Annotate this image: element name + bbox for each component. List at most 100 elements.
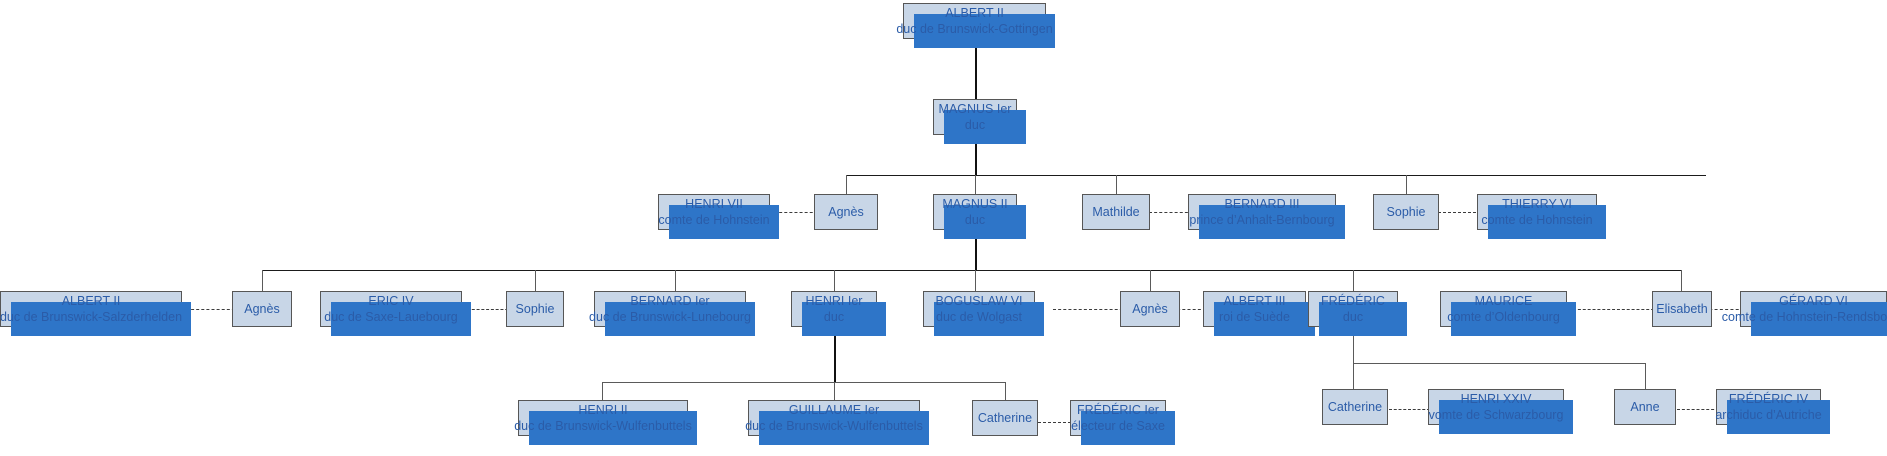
drop-row4-frederic bbox=[1353, 270, 1355, 292]
drop-row4-sophie bbox=[535, 270, 537, 292]
node-shadow bbox=[11, 302, 191, 336]
node-shadow bbox=[1199, 205, 1345, 239]
node-shadow bbox=[914, 14, 1055, 48]
node-catherine-a[interactable]: Catherine bbox=[972, 400, 1038, 436]
drop-row4-bernard1 bbox=[675, 270, 677, 292]
drop-catherine-a bbox=[1005, 382, 1007, 400]
node-frederic4[interactable]: FRÉDÉRIC IV archiduc d’Autriche bbox=[1715, 389, 1830, 434]
node-title: Catherine bbox=[977, 411, 1033, 425]
bus-row3 bbox=[846, 175, 1706, 177]
node-subtitle: duc de Wolgast bbox=[936, 310, 1022, 324]
node-henri24[interactable]: HENRI XXIV vomte de Schwarzbourg bbox=[1428, 389, 1573, 434]
node-bernard3[interactable]: BERNARD III prince d’Anhalt-Bernbourg bbox=[1188, 194, 1345, 239]
drop-row4-elisabeth bbox=[1681, 270, 1683, 292]
drop-guillaume1 bbox=[834, 382, 836, 400]
node-maurice[interactable]: MAURICE comte d’Oldenbourg bbox=[1440, 291, 1576, 336]
node-frederic1-saxe[interactable]: FRÉDÉRIC Ier électeur de Saxe bbox=[1070, 400, 1175, 445]
node-boguslaw6[interactable]: BOGUSLAW VI duc de Wolgast bbox=[923, 291, 1044, 336]
node-title: MAURICE bbox=[1474, 294, 1533, 308]
marriage-boguslaw6-agnes bbox=[1053, 309, 1128, 310]
drop-henri2 bbox=[602, 382, 604, 400]
node-title: Elisabeth bbox=[1656, 302, 1708, 316]
node-frederic-duc[interactable]: FRÉDÉRIC duc bbox=[1308, 291, 1407, 336]
node-mathilde[interactable]: Mathilde bbox=[1082, 194, 1150, 230]
node-shadow bbox=[669, 205, 779, 239]
node-title: ALBERT II bbox=[945, 6, 1004, 20]
node-subtitle: duc de Brunswick-Lunebourg bbox=[589, 310, 751, 324]
node-agnes-row3[interactable]: Agnès bbox=[814, 194, 878, 230]
node-albert3[interactable]: ALBERT III roi de Suède bbox=[1203, 291, 1315, 336]
node-guillaume1[interactable]: GUILLAUME Ier duc de Brunswick-Wulfenbut… bbox=[745, 400, 929, 445]
node-subtitle: comte de Hohnstein bbox=[1481, 213, 1593, 227]
node-subtitle: duc bbox=[1342, 310, 1364, 324]
node-shadow bbox=[1214, 302, 1315, 336]
node-subtitle: vomte de Schwarzbourg bbox=[1428, 408, 1564, 422]
node-magnus2[interactable]: MAGNUS II duc bbox=[933, 194, 1026, 239]
drop-row3-magnus2 bbox=[975, 175, 977, 195]
marriage-catherine-frederic1 bbox=[1038, 422, 1076, 423]
node-shadow bbox=[1488, 205, 1606, 239]
node-title: HENRI VII bbox=[685, 197, 743, 211]
node-thierry6[interactable]: THIERRY VI comte de Hohnstein bbox=[1477, 194, 1606, 239]
node-albert2-gottingen[interactable]: ALBERT II duc de Brunswick-Gottingen bbox=[896, 3, 1055, 48]
node-catherine-b[interactable]: Catherine bbox=[1322, 389, 1388, 425]
connector-henri1-drop bbox=[834, 331, 837, 383]
bus-frederic-children bbox=[1353, 363, 1646, 365]
node-elisabeth[interactable]: Elisabeth bbox=[1652, 291, 1712, 327]
node-subtitle: duc bbox=[823, 310, 845, 324]
node-albert2-salzderhelden[interactable]: ALBERT II duc de Brunswick-Salzderhelden bbox=[0, 291, 191, 336]
node-title: HENRI Ier bbox=[805, 294, 863, 308]
connector-magnus1-drop bbox=[975, 135, 978, 176]
bus-henri1-children bbox=[602, 382, 1006, 384]
node-shadow bbox=[1439, 400, 1573, 434]
node-sophie-row4[interactable]: Sophie bbox=[506, 291, 564, 327]
node-shadow bbox=[331, 302, 471, 336]
node-subtitle: comte d’Oldenbourg bbox=[1447, 310, 1560, 324]
node-sophie-row3[interactable]: Sophie bbox=[1373, 194, 1439, 230]
node-shadow bbox=[1451, 302, 1576, 336]
marriage-henri7-agnes bbox=[769, 212, 828, 213]
node-eric4[interactable]: ERIC IV duc de Saxe-Lauebourg bbox=[320, 291, 471, 336]
node-subtitle: duc de Saxe-Lauebourg bbox=[324, 310, 458, 324]
marriage-catherine-henri24 bbox=[1389, 409, 1430, 410]
node-henri7[interactable]: HENRI VII comte de Hohnstein bbox=[658, 194, 779, 239]
node-title: ALBERT II bbox=[61, 294, 121, 308]
drop-row4-agnes-b bbox=[1150, 270, 1152, 292]
node-agnes-row4-b[interactable]: Agnès bbox=[1120, 291, 1180, 327]
node-subtitle: duc bbox=[964, 118, 986, 132]
node-shadow bbox=[934, 302, 1044, 336]
marriage-mathilde-bernard3 bbox=[1149, 212, 1193, 213]
marriage-albert2salz-agnes bbox=[186, 309, 240, 310]
node-shadow bbox=[759, 411, 929, 445]
node-magnus1[interactable]: MAGNUS Ier duc bbox=[933, 99, 1026, 144]
marriage-sophie-thierry6 bbox=[1438, 212, 1481, 213]
node-bernard1[interactable]: BERNARD Ier duc de Brunswick-Lunebourg bbox=[589, 291, 755, 336]
node-henri1[interactable]: HENRI Ier duc bbox=[791, 291, 886, 336]
node-gerard6[interactable]: GÉRARD VI comte de Hohnstein-Rendsbourg bbox=[1722, 291, 1887, 336]
drop-catherine-b bbox=[1353, 363, 1355, 389]
marriage-agnes-albert3 bbox=[1172, 309, 1206, 310]
node-title: Catherine bbox=[1327, 400, 1383, 414]
node-title: Agnès bbox=[1132, 302, 1168, 316]
node-title: MAGNUS II bbox=[942, 197, 1008, 211]
connector-frederic-drop bbox=[1353, 331, 1355, 364]
node-title: THIERRY VI bbox=[1502, 197, 1572, 211]
node-henri2[interactable]: HENRI II duc de Brunswick-Wulfenbuttels bbox=[514, 400, 697, 445]
node-title: FRÉDÉRIC IV bbox=[1728, 392, 1809, 406]
marriage-elisabeth-gerard6 bbox=[1704, 309, 1744, 310]
node-title: MAGNUS Ier bbox=[938, 102, 1012, 116]
node-subtitle: duc de Brunswick-Gottingen bbox=[896, 22, 1053, 36]
node-subtitle: duc de Brunswick-Salzderhelden bbox=[0, 310, 183, 324]
node-subtitle: roi de Suède bbox=[1219, 310, 1290, 324]
node-subtitle: archiduc d’Autriche bbox=[1715, 408, 1822, 422]
node-title: FRÉDÉRIC bbox=[1321, 294, 1385, 308]
node-subtitle: comte de Hohnstein-Rendsbourg bbox=[1721, 310, 1887, 324]
node-title: BERNARD III bbox=[1224, 197, 1300, 211]
node-agnes-row4-a[interactable]: Agnès bbox=[232, 291, 292, 327]
marriage-anne-frederic4 bbox=[1677, 409, 1719, 410]
node-anne[interactable]: Anne bbox=[1614, 389, 1676, 425]
node-subtitle: comte de Hohnstein bbox=[658, 213, 770, 227]
node-title: Sophie bbox=[515, 302, 555, 316]
drop-row4-henri1 bbox=[834, 270, 836, 292]
